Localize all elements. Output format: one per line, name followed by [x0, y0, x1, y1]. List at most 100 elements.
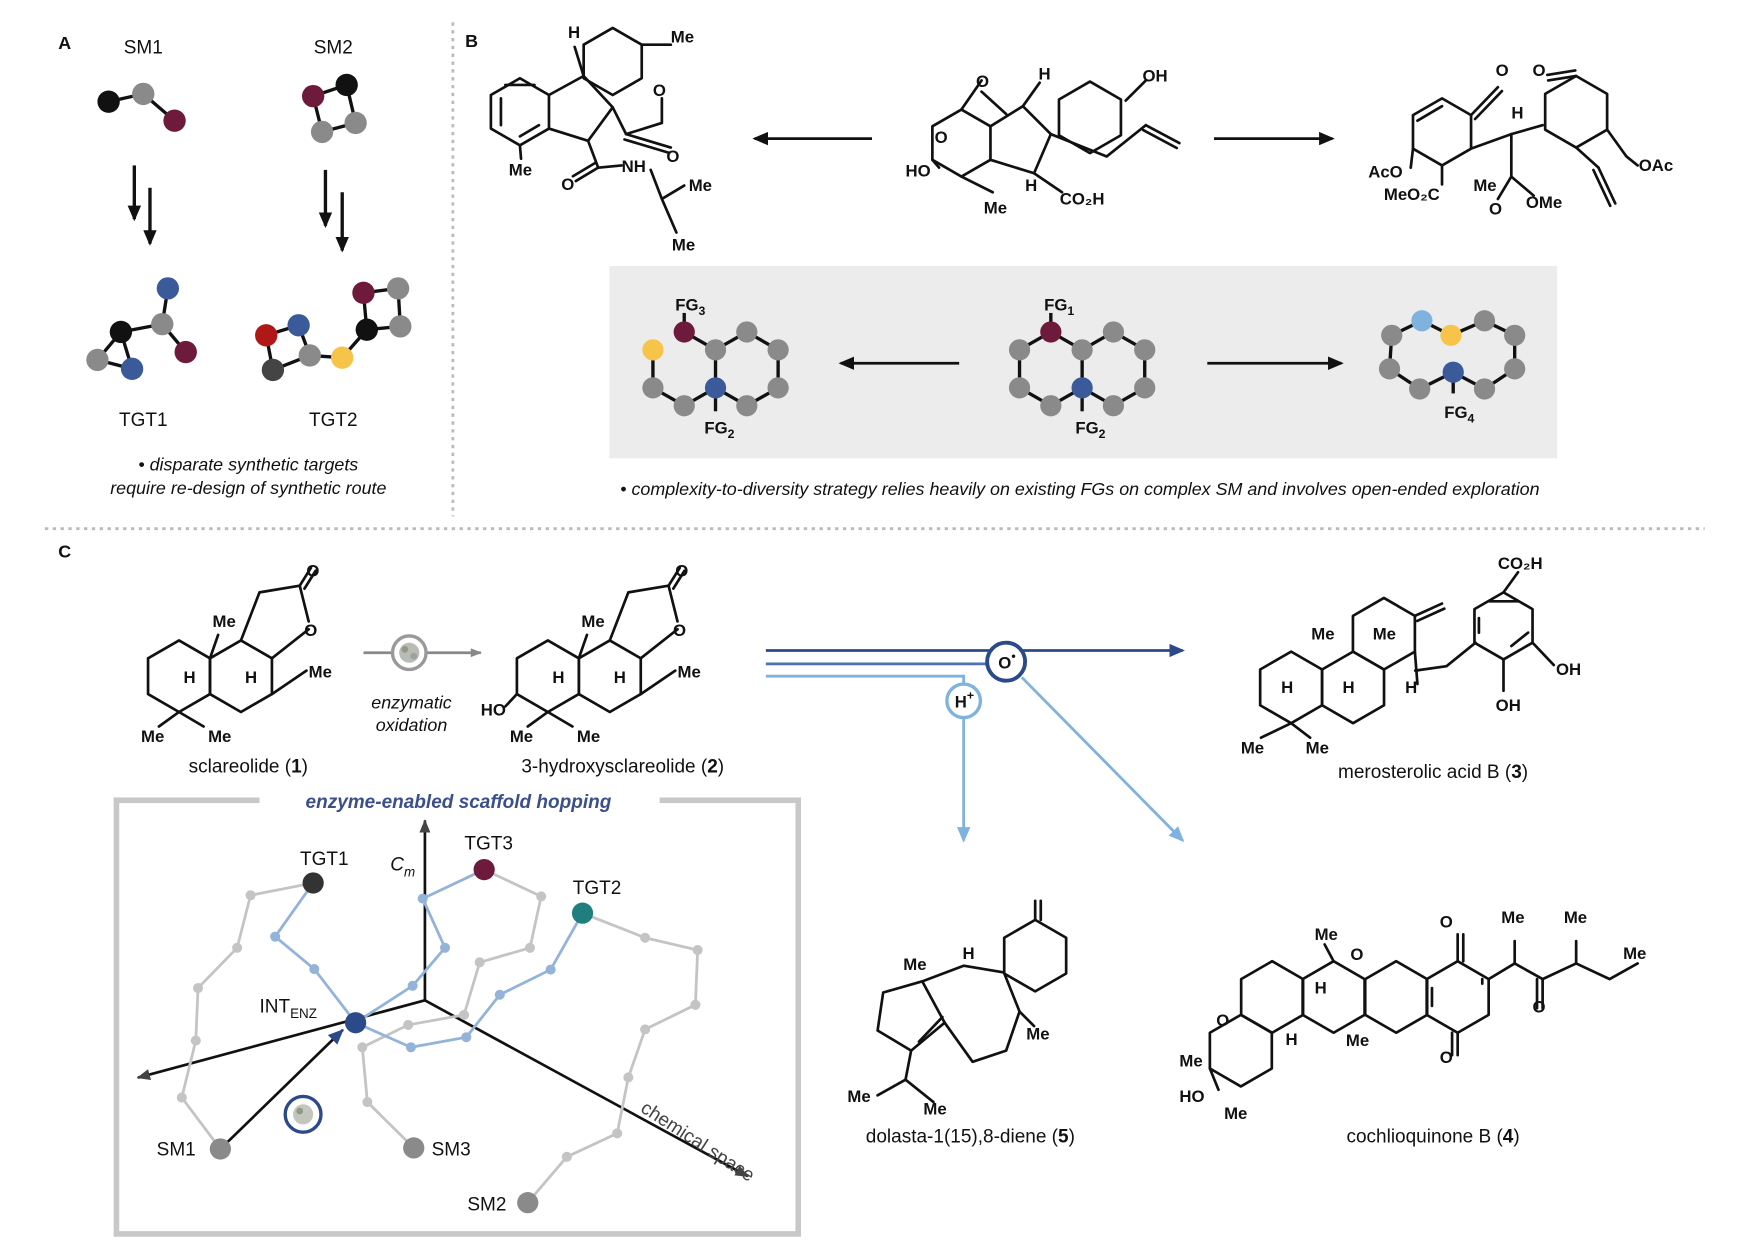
bond	[1124, 79, 1148, 102]
ring	[1057, 80, 1123, 155]
atom-node	[736, 395, 758, 417]
atom-label: Me	[903, 955, 926, 974]
double-bond	[1545, 69, 1577, 77]
atom-label: H	[1511, 103, 1523, 122]
atom-label: HO	[906, 162, 931, 181]
atom-node	[255, 324, 278, 347]
atom-label: Me	[208, 727, 231, 746]
atom-node	[86, 348, 109, 372]
panel-label-a: A	[58, 33, 71, 53]
atom-node	[310, 120, 334, 144]
bond	[1597, 166, 1617, 205]
double-bond	[671, 569, 686, 590]
fg3-label: FG3	[675, 296, 705, 318]
lactone	[239, 584, 311, 642]
atom-node	[1008, 339, 1031, 361]
path-node	[494, 989, 505, 1000]
ring	[1002, 918, 1068, 993]
atom-label: O	[1496, 61, 1509, 80]
chain	[1574, 146, 1600, 169]
fg2-center-label: FG2	[1075, 419, 1105, 441]
quinone-ring	[1425, 959, 1490, 1035]
atom-node	[163, 109, 186, 132]
atom-label: Me	[672, 235, 695, 254]
atom-label: OMe	[1526, 193, 1562, 212]
path-node	[362, 1097, 373, 1108]
atom-node	[704, 339, 727, 361]
tgt1-label: TGT1	[119, 410, 168, 431]
structure-right-labels: O O H AcO MeO₂C Me O OMe OAc	[1368, 61, 1673, 219]
atom-label: OH	[1556, 660, 1581, 679]
bond	[1208, 1067, 1220, 1092]
ring	[208, 639, 274, 714]
natural-product-structures	[146, 566, 1639, 1104]
five-ring	[876, 979, 946, 1052]
sclareolide-name: sclareolide (1)	[189, 756, 308, 777]
atom-label: H	[245, 668, 257, 687]
atom-label: O	[1533, 61, 1546, 80]
hop-tgt2-label: TGT2	[573, 878, 622, 899]
atom-label: H	[1039, 64, 1051, 83]
atom-node	[642, 377, 664, 399]
atom-label: O	[1489, 200, 1502, 219]
atom-label: H	[963, 944, 975, 963]
bond	[1416, 104, 1444, 123]
chain	[1469, 123, 1544, 150]
hop-tgt3-label: TGT3	[464, 833, 513, 854]
path-node	[232, 942, 243, 953]
int-enz-node	[345, 1012, 367, 1034]
cation-node: H+	[945, 682, 983, 720]
bond	[1509, 175, 1536, 197]
path-node	[270, 931, 281, 942]
atom-node	[1134, 339, 1156, 361]
sm3-node	[403, 1137, 425, 1159]
path-node	[461, 1032, 472, 1043]
tgt2-node	[571, 902, 594, 924]
molecule-schematics-a	[86, 73, 412, 382]
svg-text:O•: O•	[998, 650, 1015, 673]
path-node	[245, 890, 256, 901]
tgt2-label: TGT2	[309, 410, 358, 431]
atom-label: Me	[847, 1087, 870, 1106]
atom-node	[1440, 324, 1462, 346]
bond	[208, 633, 220, 660]
path-node	[474, 957, 485, 968]
double-bond	[303, 569, 317, 590]
chain	[1413, 641, 1477, 672]
hydroxysclareolide-name: 3-hydroxysclareolide (2)	[521, 756, 724, 777]
atom-label: Me	[1306, 738, 1329, 757]
bond	[1413, 602, 1444, 618]
atom-label: Me	[671, 27, 694, 46]
fg1-label: FG1	[1044, 296, 1074, 318]
chain	[649, 168, 686, 201]
atom-node	[767, 377, 789, 399]
panel-a: A SM1 SM2 TGT1 TGT2 • disparate syntheti…	[58, 33, 412, 498]
axis-cm-label: Cm	[390, 855, 415, 880]
ring	[1301, 959, 1366, 1035]
atom-node	[1102, 321, 1125, 343]
atom-label: O	[561, 175, 574, 194]
atom-node	[335, 73, 358, 97]
double-bond	[1592, 168, 1612, 208]
double-bond	[1473, 89, 1504, 121]
arrow-to-cochlioquinone	[1020, 676, 1185, 843]
atom-node	[1040, 395, 1062, 417]
bond	[1409, 147, 1415, 169]
atom-label: O	[1216, 1011, 1229, 1030]
atom-label: CO₂H	[1060, 190, 1105, 209]
atom-node	[287, 314, 310, 337]
fg4-label: FG4	[1444, 403, 1474, 425]
atom-node	[673, 395, 695, 417]
bond	[574, 166, 600, 183]
path-node	[417, 893, 428, 904]
axis-chemical-space-label: chemical space	[637, 1098, 758, 1187]
bond	[980, 90, 1008, 116]
atom-label: H	[1343, 678, 1355, 697]
chain	[1605, 128, 1639, 167]
complex-structures-b	[489, 26, 1639, 234]
atom-label: Me	[1241, 738, 1264, 757]
atom-label: Me	[1026, 1024, 1049, 1043]
path-node	[690, 999, 701, 1010]
chain	[876, 1049, 913, 1097]
atom-label: Me	[1311, 624, 1334, 643]
